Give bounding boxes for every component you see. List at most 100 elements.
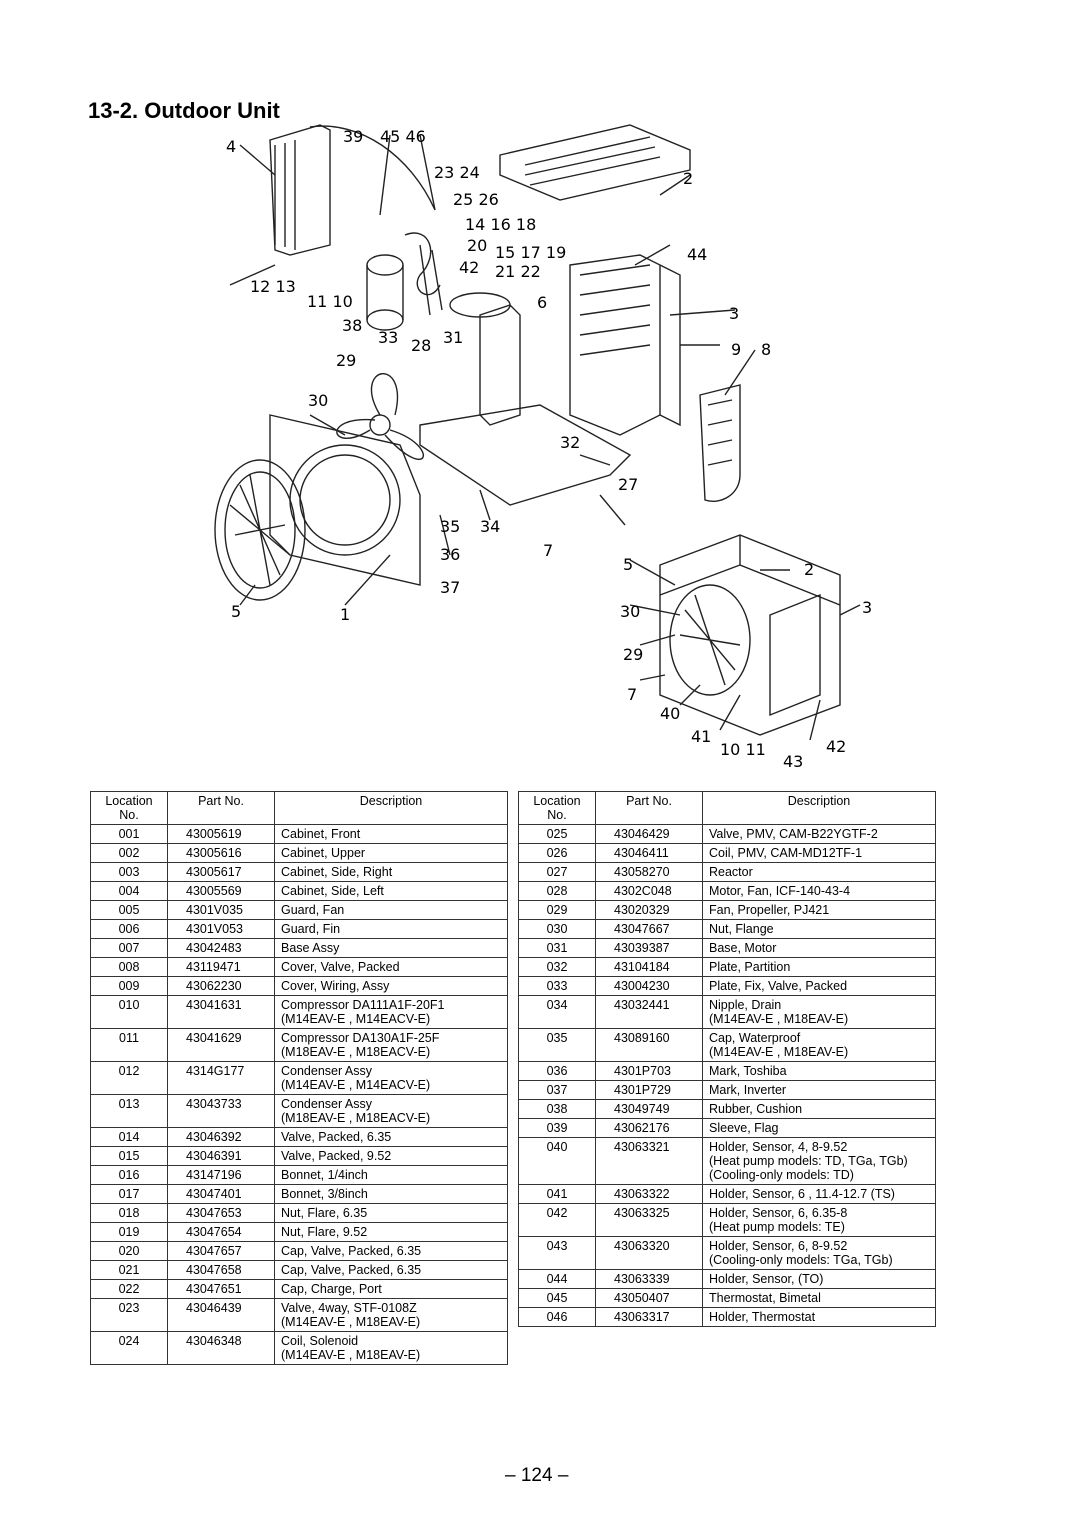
part-number: 4301V035: [167, 900, 275, 920]
column-header: Part No.: [595, 791, 703, 825]
callout-label: 42: [459, 258, 480, 277]
location-number: 006: [90, 919, 168, 939]
location-number: 025: [518, 824, 596, 844]
callout-label: 5: [231, 602, 242, 621]
description-line: Coil, Solenoid: [281, 1334, 359, 1348]
callout-label: 30: [308, 391, 329, 410]
part-number: 43043733: [167, 1094, 275, 1128]
description-line: Condenser Assy: [281, 1064, 373, 1078]
description-line: Condenser Assy: [281, 1097, 373, 1111]
column-header: Description: [274, 791, 508, 825]
location-number: 029: [518, 900, 596, 920]
description-line: Valve, Packed, 6.35: [281, 1130, 392, 1144]
location-number: 007: [90, 938, 168, 958]
part-number: 43046439: [167, 1298, 275, 1332]
description-line: Holder, Sensor, 6, 6.35-8: [709, 1206, 848, 1220]
location-number: 037: [518, 1080, 596, 1100]
callout-label: 37: [440, 578, 461, 597]
description-note: (Heat pump models: TD, TGa, TGb): [709, 1154, 908, 1168]
part-description: Holder, Sensor, 6 , 11.4-12.7 (TS): [702, 1184, 936, 1204]
description-line: Cap, Valve, Packed, 6.35: [281, 1263, 422, 1277]
part-description: Nut, Flare, 6.35: [274, 1203, 508, 1223]
location-number: 023: [90, 1298, 168, 1332]
part-number: 43005619: [167, 824, 275, 844]
part-description: Mark, Inverter: [702, 1080, 936, 1100]
description-line: Cap, Charge, Port: [281, 1282, 382, 1296]
part-number: 43039387: [595, 938, 703, 958]
callout-label: 44: [687, 245, 708, 264]
location-number: 011: [90, 1028, 168, 1062]
description-line: Rubber, Cushion: [709, 1102, 803, 1116]
callout-label: 30: [620, 602, 641, 621]
callout-label: 27: [618, 475, 639, 494]
part-description: Cabinet, Side, Right: [274, 862, 508, 882]
callout-label: 25 26: [453, 190, 499, 209]
part-number: 43047653: [167, 1203, 275, 1223]
callout-label: 34: [480, 517, 501, 536]
part-description: Holder, Sensor, 6, 6.35-8(Heat pump mode…: [702, 1203, 936, 1237]
description-line: Cap, Valve, Packed, 6.35: [281, 1244, 422, 1258]
part-number: 43046392: [167, 1127, 275, 1147]
description-line: Base, Motor: [709, 941, 777, 955]
part-number: 43005569: [167, 881, 275, 901]
description-line: Cabinet, Front: [281, 827, 361, 841]
callout-label: 5: [623, 555, 634, 574]
part-description: Cabinet, Side, Left: [274, 881, 508, 901]
callout-label: 12 13: [250, 277, 296, 296]
part-number: 43047651: [167, 1279, 275, 1299]
part-description: Condenser Assy(M18EAV-E , M18EACV-E): [274, 1094, 508, 1128]
part-description: Valve, Packed, 6.35: [274, 1127, 508, 1147]
part-number: 43063320: [595, 1236, 703, 1270]
description-line: Cabinet, Side, Left: [281, 884, 384, 898]
location-number: 033: [518, 976, 596, 996]
part-description: Cabinet, Front: [274, 824, 508, 844]
location-number: 017: [90, 1184, 168, 1204]
callout-label: 6: [537, 293, 548, 312]
part-number: 43005617: [167, 862, 275, 882]
description-note: (Cooling-only models: TGa, TGb): [709, 1253, 893, 1267]
part-number: 43032441: [595, 995, 703, 1029]
description-line: Coil, PMV, CAM-MD12TF-1: [709, 846, 863, 860]
callout-label: 15 17 19: [495, 243, 567, 262]
part-number: 43046429: [595, 824, 703, 844]
location-number: 038: [518, 1099, 596, 1119]
description-line: Fan, Propeller, PJ421: [709, 903, 830, 917]
callout-label: 42: [826, 737, 847, 756]
description-line: Holder, Sensor, 6 , 11.4-12.7 (TS): [709, 1187, 895, 1201]
location-number: 024: [90, 1331, 168, 1365]
description-line: Holder, Sensor, 4, 8-9.52: [709, 1140, 848, 1154]
part-description: Rubber, Cushion: [702, 1099, 936, 1119]
callout-label: 39: [343, 127, 364, 146]
part-number: 43062176: [595, 1118, 703, 1138]
part-description: Motor, Fan, ICF-140-43-4: [702, 881, 936, 901]
part-number: 43119471: [167, 957, 275, 977]
callout-label: 40: [660, 704, 681, 723]
part-description: Bonnet, 3/8inch: [274, 1184, 508, 1204]
description-line: Plate, Partition: [709, 960, 791, 974]
part-description: Nut, Flange: [702, 919, 936, 939]
part-number: 4301P703: [595, 1061, 703, 1081]
description-line: Cover, Valve, Packed: [281, 960, 400, 974]
location-number: 046: [518, 1307, 596, 1327]
part-number: 43005616: [167, 843, 275, 863]
part-number: 43004230: [595, 976, 703, 996]
description-line: Cabinet, Side, Right: [281, 865, 393, 879]
part-number: 43104184: [595, 957, 703, 977]
callout-label: 29: [623, 645, 644, 664]
part-description: Coil, Solenoid(M14EAV-E , M18EAV-E): [274, 1331, 508, 1365]
